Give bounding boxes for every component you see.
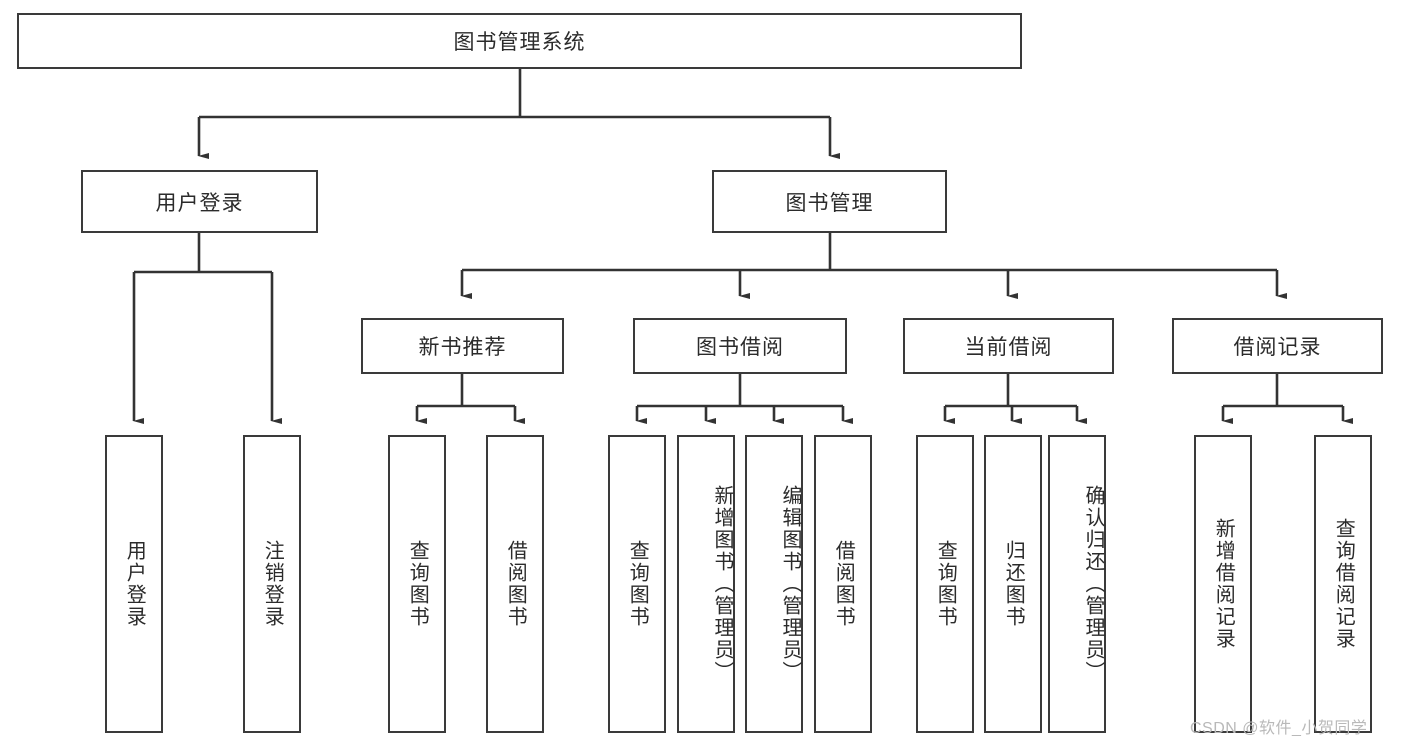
node-label: 查询图书: [626, 540, 649, 628]
leaf-add-record[interactable]: 新增借阅记录: [1194, 435, 1252, 733]
node-label: 查询借阅记录: [1332, 518, 1355, 650]
node-label: 查询图书: [934, 540, 957, 628]
node-book-borrow[interactable]: 图书借阅: [633, 318, 847, 374]
node-borrow-record[interactable]: 借阅记录: [1172, 318, 1383, 374]
leaf-query-book-3[interactable]: 查询图书: [916, 435, 974, 733]
node-label: 新增图书（管理员）: [711, 485, 733, 683]
node-label: 新增借阅记录: [1212, 518, 1235, 650]
node-label: 借阅图书: [832, 540, 855, 628]
node-label: 当前借阅: [964, 336, 1053, 359]
node-label: 注销登录: [261, 540, 284, 628]
leaf-confirm-return[interactable]: 确认归还（管理员）: [1048, 435, 1106, 733]
node-label: 图书借阅: [696, 336, 784, 359]
node-label: 归还图书: [1002, 540, 1025, 628]
node-user-login[interactable]: 用户登录: [81, 170, 318, 233]
leaf-logout[interactable]: 注销登录: [243, 435, 301, 733]
node-current-borrow[interactable]: 当前借阅: [903, 318, 1114, 374]
node-label: 新书推荐: [418, 336, 507, 359]
node-label: 图书管理系统: [453, 31, 586, 54]
node-label: 编辑图书（管理员）: [779, 485, 801, 683]
node-label: 用户登录: [155, 191, 244, 215]
leaf-query-book-2[interactable]: 查询图书: [608, 435, 666, 733]
node-new-book-recommend[interactable]: 新书推荐: [361, 318, 564, 374]
leaf-add-book[interactable]: 新增图书（管理员）: [677, 435, 735, 733]
node-book-management[interactable]: 图书管理: [712, 170, 947, 233]
leaf-borrow-book-2[interactable]: 借阅图书: [814, 435, 872, 733]
node-root-system[interactable]: 图书管理系统: [17, 13, 1022, 69]
node-label: 借阅图书: [504, 540, 527, 628]
node-label: 用户登录: [123, 540, 146, 628]
node-label: 确认归还（管理员）: [1082, 485, 1104, 683]
leaf-return-book[interactable]: 归还图书: [984, 435, 1042, 733]
leaf-query-record[interactable]: 查询借阅记录: [1314, 435, 1372, 733]
leaf-query-book-1[interactable]: 查询图书: [388, 435, 446, 733]
node-label: 查询图书: [406, 540, 429, 628]
node-label: 借阅记录: [1233, 336, 1322, 359]
leaf-user-login[interactable]: 用户登录: [105, 435, 163, 733]
leaf-edit-book[interactable]: 编辑图书（管理员）: [745, 435, 803, 733]
node-label: 图书管理: [785, 191, 874, 215]
leaf-borrow-book-1[interactable]: 借阅图书: [486, 435, 544, 733]
